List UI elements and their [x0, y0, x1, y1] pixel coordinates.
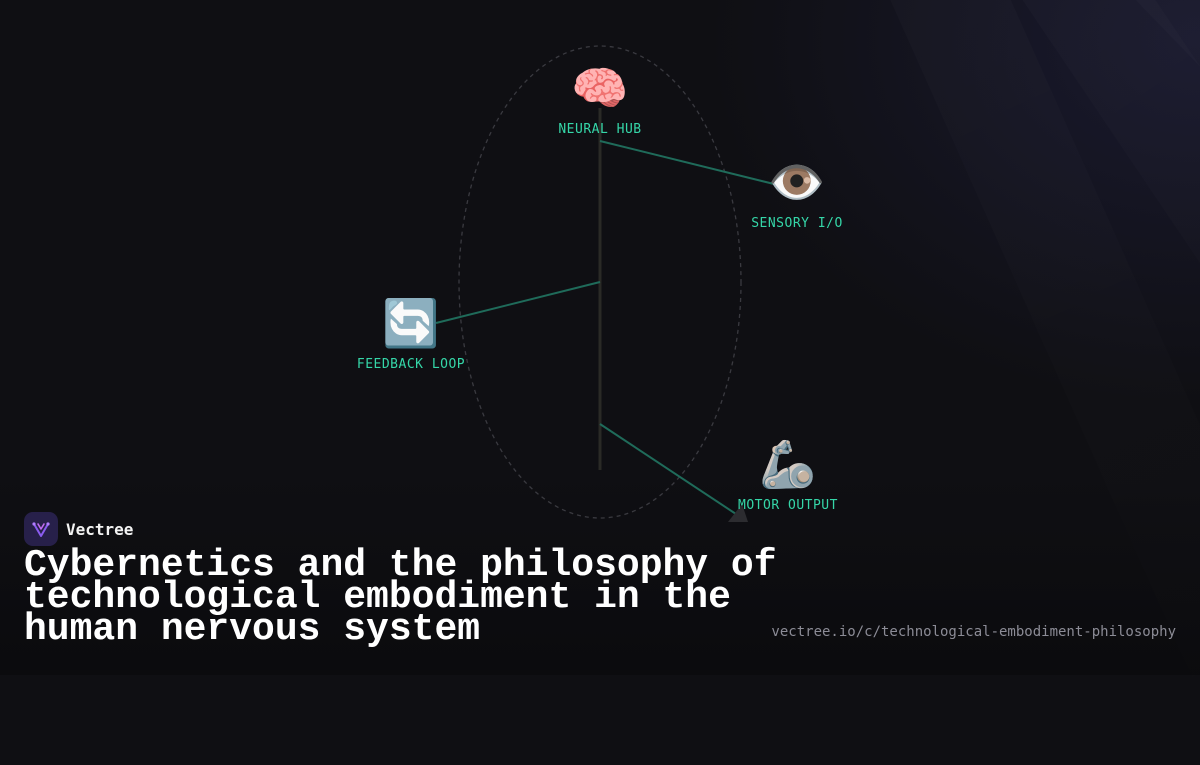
- node-motor-output: 🦾 MOTOR OUTPUT: [728, 438, 848, 513]
- brain-icon: 🧠: [571, 61, 629, 115]
- node-feedback-loop: 🔄 FEEDBACK LOOP: [346, 297, 476, 372]
- node-label: SENSORY I/O: [751, 216, 843, 231]
- vectree-logo-icon: [24, 512, 58, 546]
- node-label: MOTOR OUTPUT: [738, 498, 838, 513]
- connector-sensory: [599, 140, 779, 186]
- connector-feedback: [435, 281, 601, 324]
- connector-motor: [599, 423, 743, 519]
- node-label: FEEDBACK LOOP: [356, 357, 466, 372]
- page-url[interactable]: vectree.io/c/technological-embodiment-ph…: [771, 624, 1176, 640]
- connector-arrowhead: [728, 504, 748, 522]
- refresh-icon: 🔄: [382, 296, 440, 350]
- brand-name: Vectree: [66, 519, 134, 539]
- body-outline: [458, 45, 742, 519]
- page-title: Cybernetics and the philosophy of techno…: [24, 544, 777, 651]
- node-label: NEURAL HUB: [558, 122, 642, 137]
- diagram-canvas: [435, 45, 779, 522]
- node-sensory-io: 👁️ SENSORY I/O: [737, 156, 857, 231]
- mechanical-arm-icon: 🦾: [759, 437, 817, 491]
- brand[interactable]: Vectree: [24, 512, 133, 546]
- eye-icon: 👁️: [768, 155, 826, 209]
- node-neural-hub: 🧠 NEURAL HUB: [540, 62, 660, 137]
